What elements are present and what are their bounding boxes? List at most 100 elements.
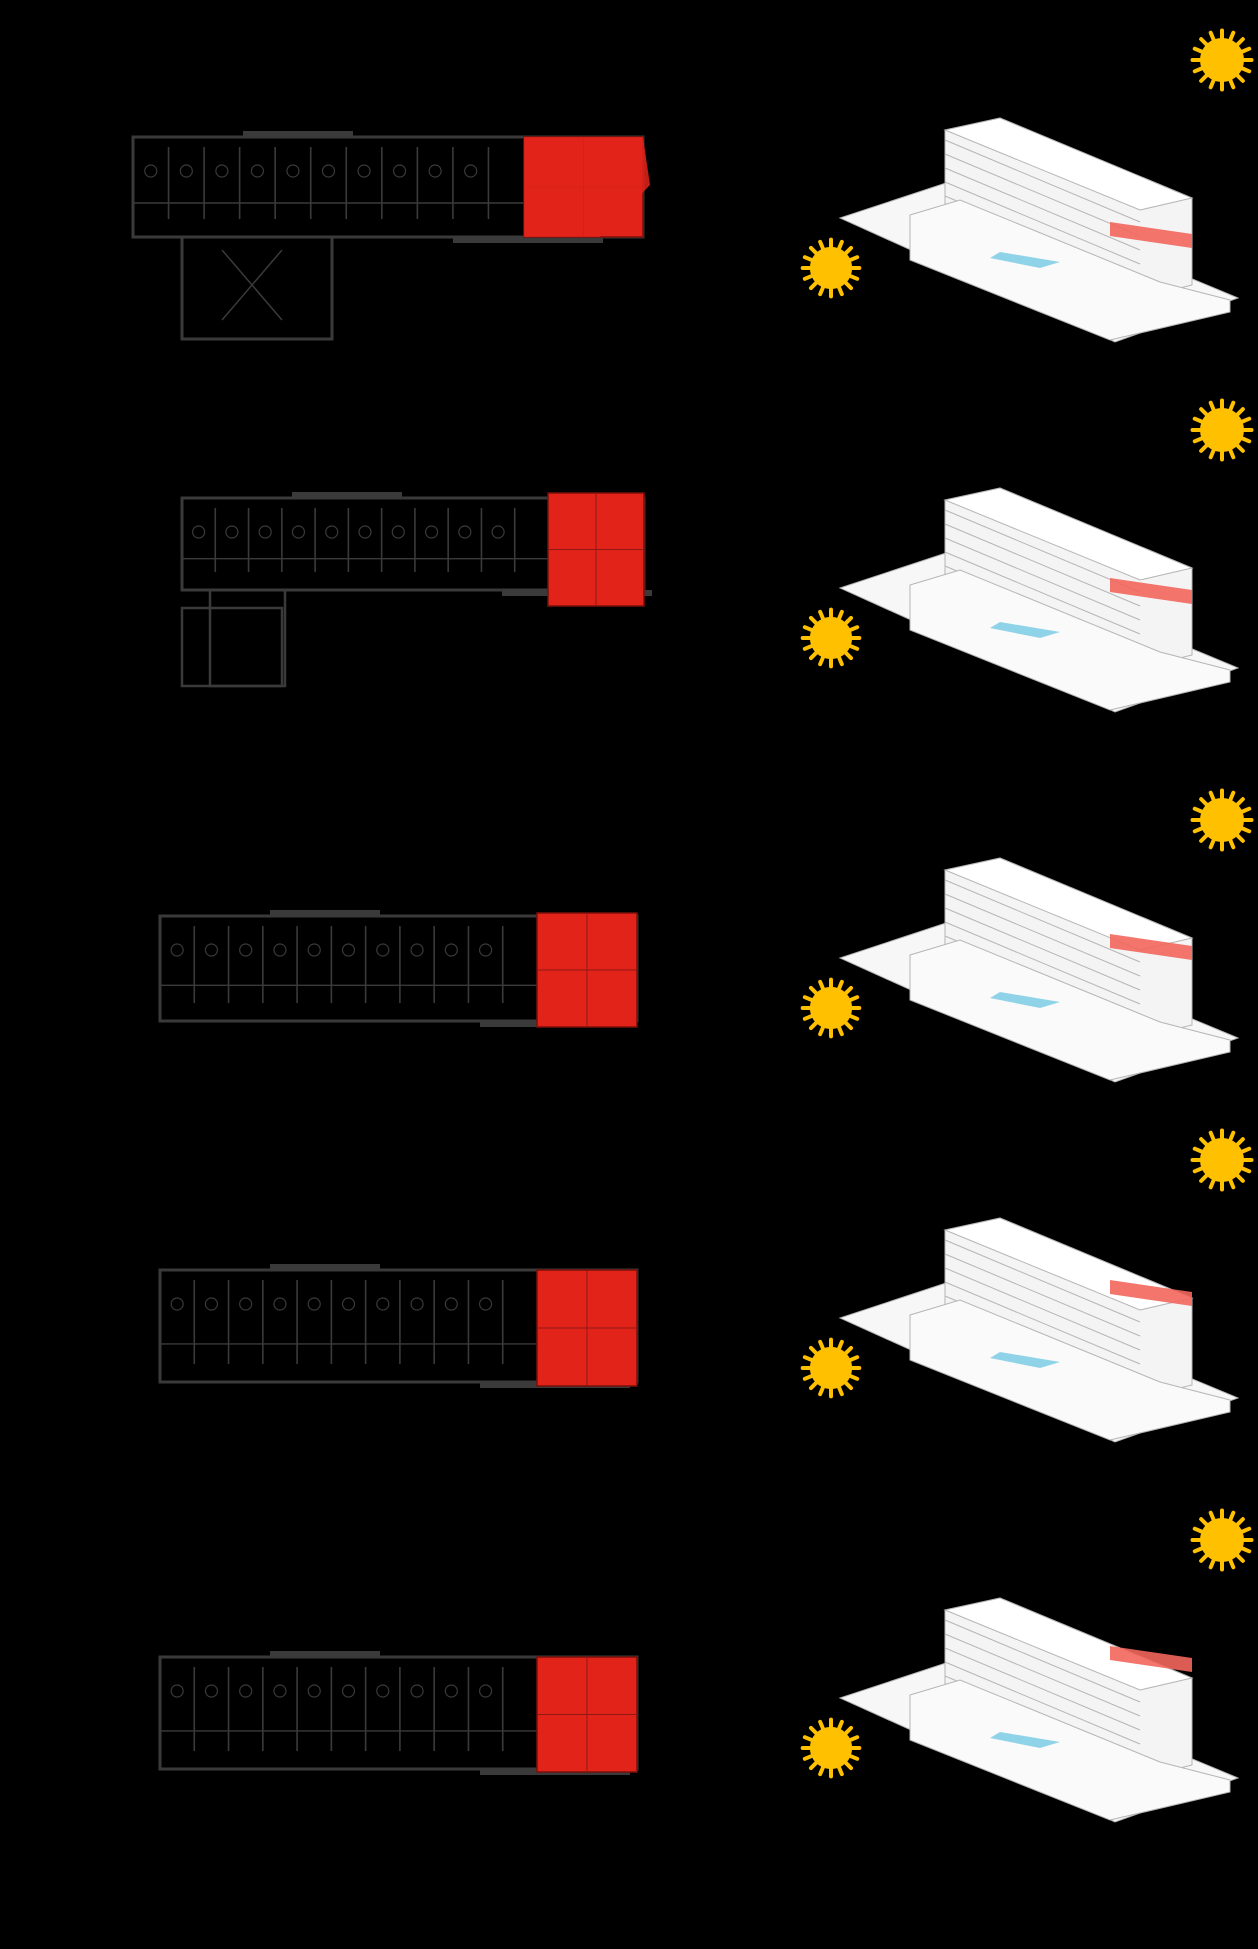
sun-ray [847, 1753, 860, 1761]
sun-icon [1190, 398, 1254, 462]
sun-ray [843, 615, 854, 626]
sun-ray [802, 273, 815, 281]
axonometric-ground [838, 117, 1240, 343]
sun-ray [818, 239, 826, 252]
axo-roof [943, 857, 1194, 951]
sun-ray [847, 1735, 860, 1743]
axo-roof [943, 117, 1194, 211]
sun-ray [1192, 46, 1205, 54]
plan-fixture [424, 525, 439, 539]
plan-fixture [239, 943, 253, 957]
sun-ray [1208, 30, 1216, 43]
sun-ray [1235, 407, 1245, 417]
sun-ray [1228, 1177, 1236, 1190]
sun-ray [1192, 1546, 1205, 1554]
sun-ray [1192, 826, 1205, 834]
floor-plan-fourth [158, 1651, 639, 1775]
sun-disc [1200, 798, 1244, 842]
plan-fixture [273, 1297, 287, 1311]
sun-ray [1208, 1177, 1216, 1190]
axo-floor-line [944, 1281, 1141, 1365]
axo-floor-line [944, 537, 1141, 621]
sun-ray [847, 273, 860, 281]
sun-ray [818, 979, 826, 992]
plan-fixture [458, 525, 472, 539]
sun-ray [1192, 1166, 1205, 1174]
plan-fixture [291, 525, 306, 539]
axo-pool [990, 992, 1060, 1008]
plan-fixture [170, 1297, 184, 1311]
sun-ray [1199, 37, 1209, 47]
axo-podium [909, 199, 1231, 341]
plan-wall-notch [453, 237, 603, 243]
axo-floor-line [944, 551, 1141, 635]
sun-ray [818, 284, 826, 297]
sun-ray [836, 979, 844, 992]
plan-fixture [239, 1297, 253, 1311]
sun-ray [1239, 436, 1252, 444]
plan-fixture [376, 1297, 390, 1311]
plan-fixture [170, 943, 184, 957]
sun-icon [1190, 1508, 1254, 1572]
sun-ray [836, 1339, 844, 1352]
sun-ray [802, 1355, 815, 1363]
sun-icon [800, 237, 862, 299]
plan-fixture [376, 1684, 390, 1698]
sun-ray [1239, 1546, 1252, 1554]
plan-fixture [358, 525, 372, 539]
plan-fixture [258, 525, 272, 539]
sun-ray [836, 239, 844, 252]
sun-disc [809, 1726, 853, 1770]
sun-ray [1192, 436, 1205, 444]
plan-stair [221, 249, 283, 321]
sun-ray [1199, 1137, 1209, 1147]
sun-ray [1228, 1510, 1236, 1523]
plan-fixture [250, 164, 265, 178]
sun-ray [1228, 30, 1236, 43]
sun-ray [808, 650, 819, 661]
sun-ray [808, 1380, 819, 1391]
sun-disc [1200, 38, 1244, 82]
axo-highlight-floor [1110, 1646, 1192, 1672]
sun-ray [1208, 447, 1216, 460]
plan-wing [180, 235, 334, 341]
sun-ray [843, 1725, 854, 1736]
sun-ray [1228, 1557, 1236, 1570]
plan-wall-notch [270, 1264, 380, 1270]
sun-ray [802, 255, 815, 263]
plan-fixture [357, 164, 371, 178]
plan-fixture [491, 525, 505, 539]
sun-ray [843, 985, 854, 996]
sun-ray [818, 609, 826, 622]
sun-ray [818, 1384, 826, 1397]
sun-ray [802, 625, 815, 633]
axo-pool [990, 622, 1060, 638]
plan-fixture [225, 525, 239, 539]
sun-disc [809, 986, 853, 1030]
floor-plan-second [158, 910, 639, 1028]
axo-podium [909, 1679, 1231, 1821]
sun-ray [847, 255, 860, 263]
sun-ray [1192, 416, 1205, 424]
sun-ray [836, 1764, 844, 1777]
sun-ray [1199, 1517, 1209, 1527]
plan-wall-notch [270, 1651, 380, 1657]
plan-fixture [286, 164, 300, 178]
sun-ray [836, 609, 844, 622]
sun-ray [808, 280, 819, 291]
sun-ray [818, 1339, 826, 1352]
plan-fixture [273, 1684, 287, 1698]
axo-floor-line [944, 1619, 1141, 1703]
sun-ray [1235, 73, 1245, 83]
axo-floor-line [944, 1253, 1141, 1337]
sun-ray [1192, 66, 1205, 74]
sun-ray [1208, 77, 1216, 90]
plan-fixture [341, 943, 356, 957]
axo-highlight-floor [1110, 934, 1192, 960]
plan-fixture [478, 943, 493, 957]
axo-floor-line [944, 921, 1141, 1005]
plan-fixture [307, 1684, 321, 1698]
sun-ray [808, 1020, 819, 1031]
sun-disc [809, 246, 853, 290]
